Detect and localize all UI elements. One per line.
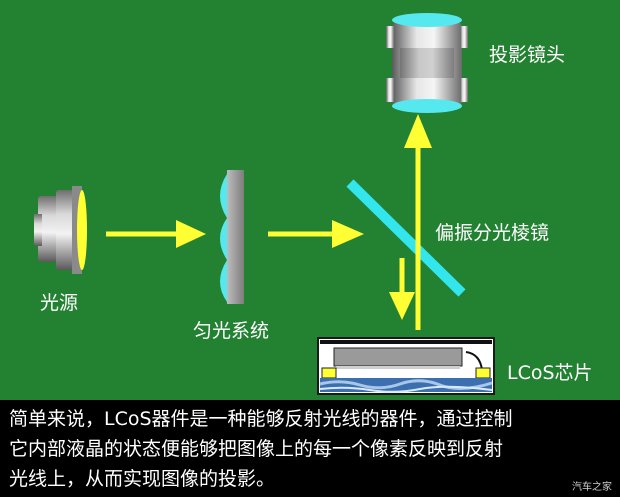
homogenizer-label: 匀光系统 <box>193 320 270 342</box>
arrow-homogenizer-to-prism <box>268 220 364 248</box>
light-source-icon <box>34 186 87 274</box>
arrow-up-to-lens <box>404 114 432 330</box>
watermark-text: 汽车之家 <box>572 482 612 493</box>
projection-lens-label: 投影镜头 <box>489 44 566 66</box>
light-source-label: 光源 <box>40 292 79 314</box>
homogenizer-icon <box>220 170 244 304</box>
pbs-prism-icon <box>346 179 466 297</box>
arrow-down-to-lcos <box>389 258 415 320</box>
pbs-label: 偏振分光棱镜 <box>435 222 550 244</box>
caption-panel: 简单来说，LCoS器件是一种能够反射光线的器件，通过控制 它内部液晶的状态便能够… <box>0 400 620 497</box>
lcos-chip-icon <box>317 337 495 395</box>
optics-diagram <box>34 13 495 395</box>
caption-line-2: 它内部液晶的状态便能够把图像上的每一个像素反映到反射 <box>9 438 504 460</box>
lcos-chip-label: LCoS芯片 <box>507 362 593 384</box>
projection-lens-icon <box>386 13 468 113</box>
caption-line-3: 光线上，从而实现图像的投影。 <box>9 468 276 490</box>
diagram-area: 投影镜头 光源 匀光系统 偏振分光棱镜 LCoS芯片 <box>34 13 593 395</box>
arrow-source-to-homogenizer <box>106 220 206 248</box>
caption-line-1: 简单来说，LCoS器件是一种能够反射光线的器件，通过控制 <box>9 408 513 430</box>
